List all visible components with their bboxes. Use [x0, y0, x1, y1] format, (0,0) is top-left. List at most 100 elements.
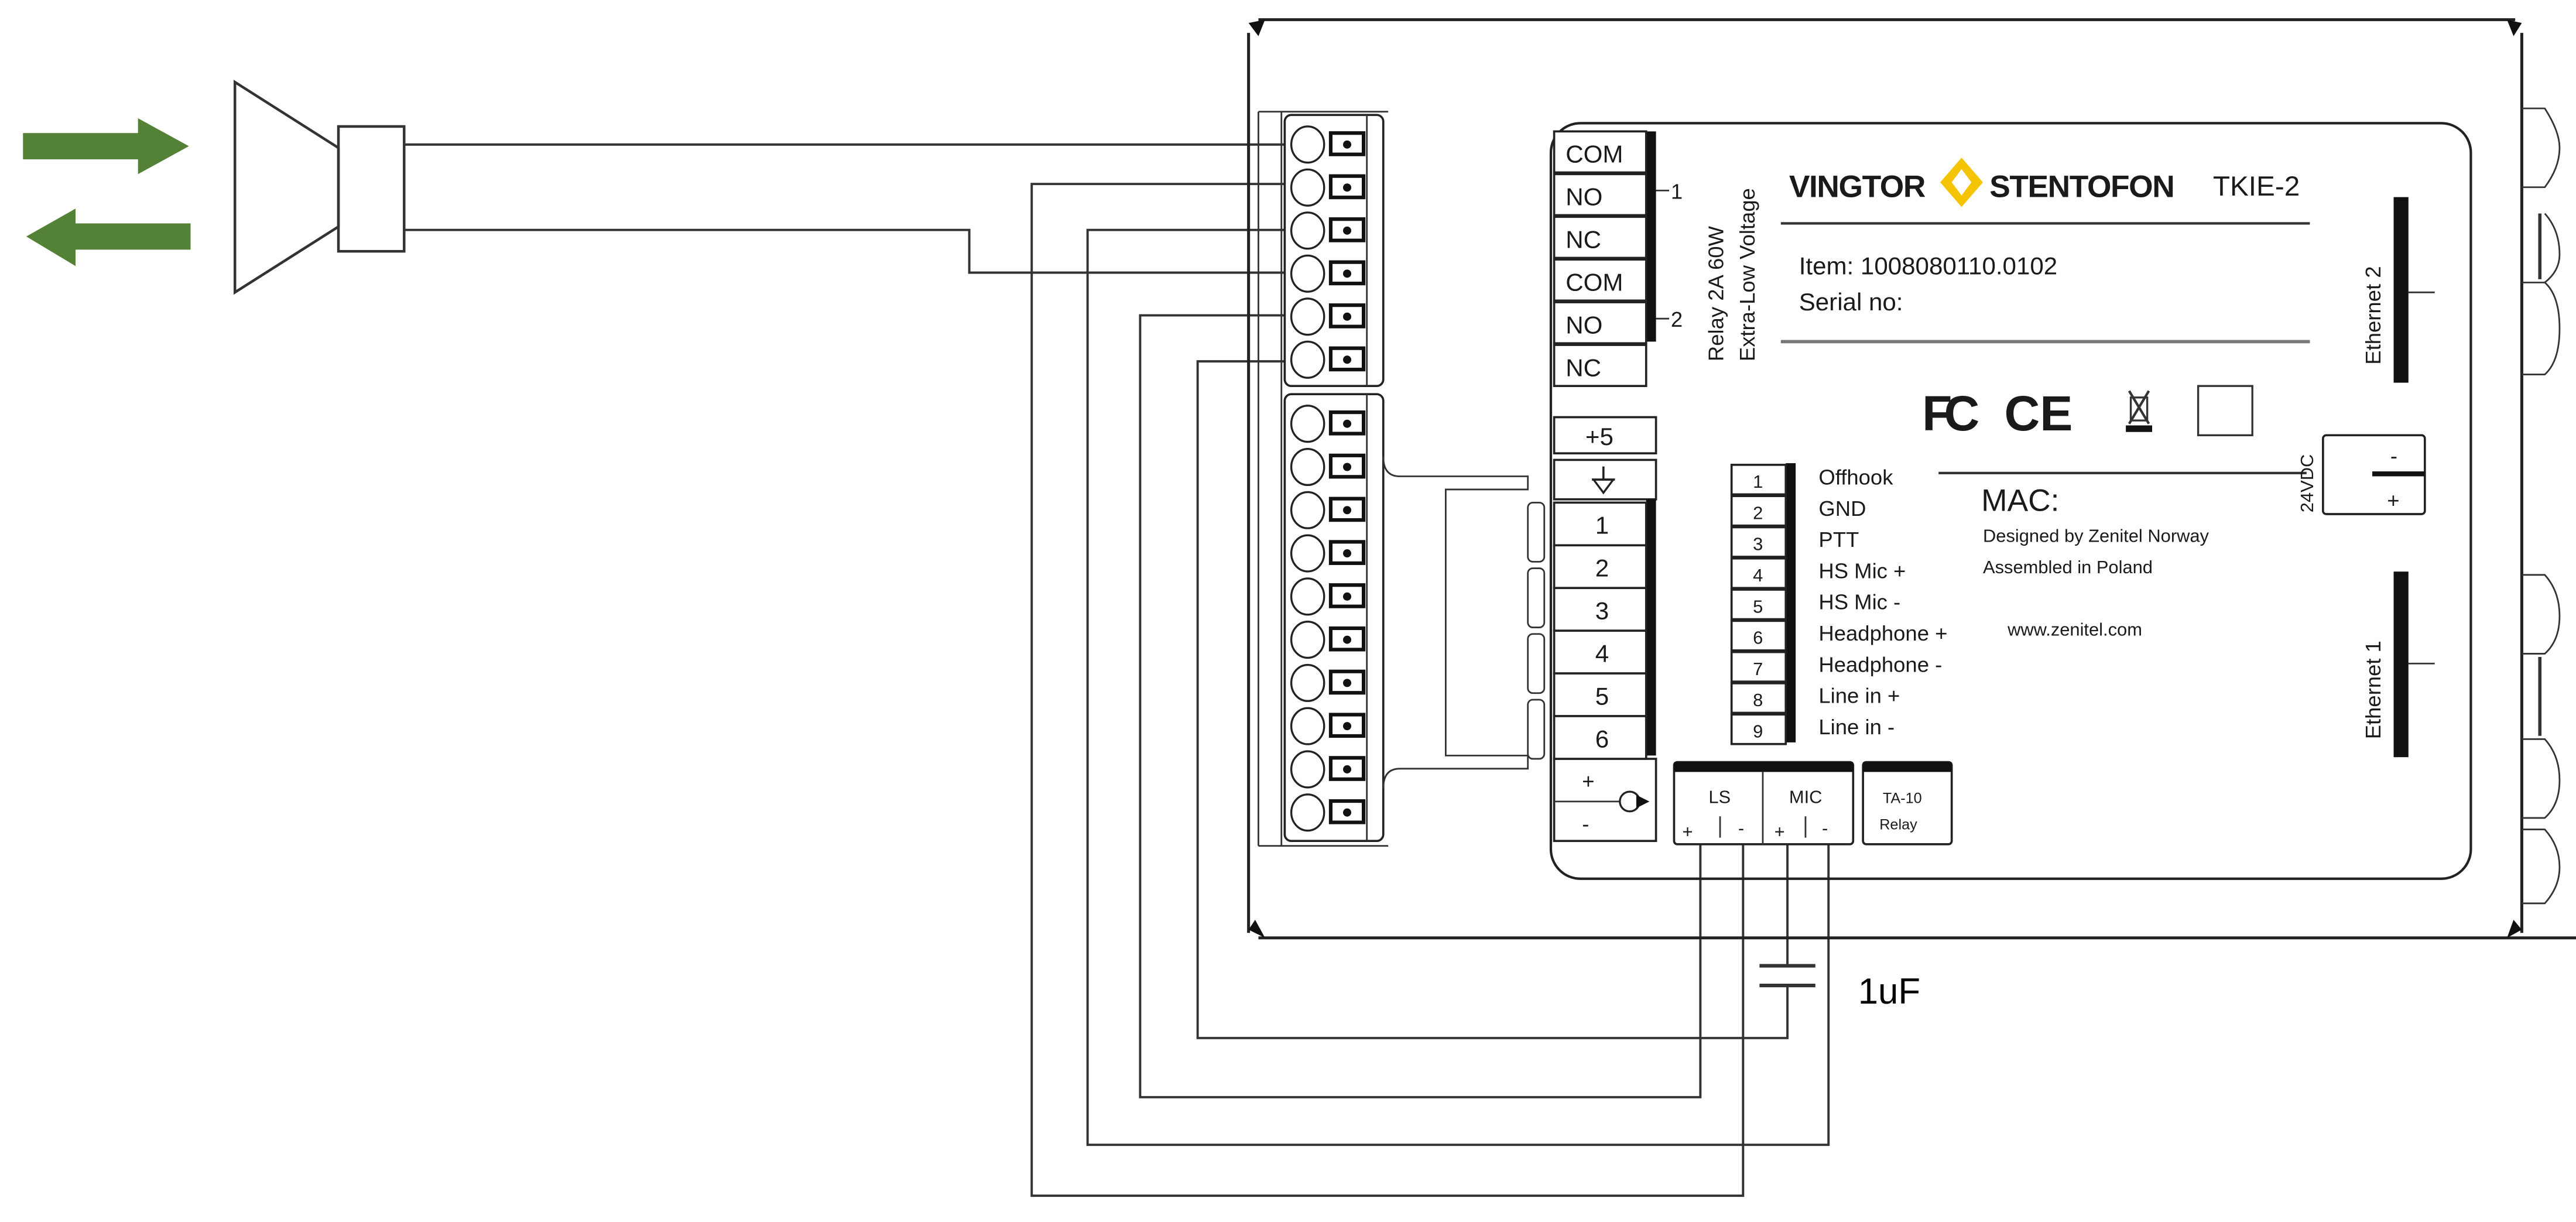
pin-name: Line in - — [1818, 715, 1895, 739]
io-input-cell — [1553, 587, 1647, 632]
power-minus: - — [2390, 444, 2397, 468]
terminal-screw — [1290, 534, 1366, 573]
relay-terminal-label: COM — [1566, 141, 1623, 168]
pin-number: 7 — [1753, 659, 1763, 679]
terminal-screw — [1290, 707, 1366, 745]
terminal-screw — [1290, 793, 1366, 832]
item-number: Item: 1008080110.0102 — [1799, 252, 2058, 279]
power-label: 24VDC — [2297, 454, 2317, 512]
weee-bin-icon — [2126, 390, 2153, 432]
terminal-block-io — [1283, 393, 1385, 843]
terminal-screw — [1290, 340, 1366, 379]
ethernet-2-port — [2393, 197, 2435, 383]
terminal-screw — [1290, 621, 1366, 659]
pin-name: Headphone + — [1818, 621, 1947, 645]
speaker-horn-icon — [234, 80, 406, 295]
terminal-screw — [1290, 254, 1366, 293]
pin-name: HS Mic - — [1818, 590, 1900, 614]
relay-terminal-label: NC — [1566, 354, 1601, 381]
brand-stentofon: STENTOFON — [1989, 170, 2174, 204]
relay-terminal-cell — [1553, 258, 1647, 302]
ls-plus: + — [1682, 821, 1693, 842]
ls-minus: - — [1738, 818, 1744, 838]
ethernet-1-port — [2393, 571, 2435, 758]
relay-terminal-cell — [1553, 344, 1647, 388]
io-input-label: 6 — [1595, 725, 1609, 752]
ribbon-cable — [1382, 456, 1546, 789]
ground-icon — [1591, 466, 1615, 495]
pin-row: 9 Line in - — [1730, 713, 1895, 745]
pin-name: Line in + — [1818, 684, 1900, 708]
relay-terminal-label: COM — [1566, 269, 1623, 296]
mic-label: MIC — [1789, 787, 1823, 807]
relay-terminal-cell — [1553, 130, 1647, 174]
mic-minus: - — [1822, 818, 1828, 838]
io-input-label: 2 — [1595, 554, 1609, 582]
terminal-screw — [1290, 168, 1366, 207]
pin-name: Offhook — [1818, 465, 1893, 490]
mac-label: MAC: — [1981, 483, 2059, 518]
terminal-screw — [1290, 577, 1366, 616]
ls-mic-connector — [1673, 761, 1855, 846]
pin-number: 4 — [1753, 565, 1763, 586]
relay-terminal-label: NO — [1566, 183, 1602, 211]
ethernet-1-label: Ethernet 1 — [2361, 641, 2385, 739]
brand-vingtor: VINGTOR — [1789, 170, 1926, 204]
capacitor-icon — [1759, 964, 1815, 988]
io-input-cell — [1553, 715, 1647, 760]
terminal-screw — [1290, 297, 1366, 336]
relay-rating: Relay 2A 60W — [1704, 226, 1728, 362]
ls-label: LS — [1708, 787, 1731, 807]
pin-row: 8 Line in + — [1730, 682, 1900, 714]
relay-terminal-cell — [1553, 173, 1647, 217]
pin-number: 1 — [1753, 471, 1763, 492]
pin-row: 5 HS Mic - — [1730, 588, 1900, 621]
io-input-cell — [1553, 501, 1647, 547]
terminal-block-relay — [1283, 114, 1385, 388]
model-number: TKIE-2 — [2213, 171, 2300, 202]
ta10-relay-label: Relay — [1879, 817, 1917, 833]
io-input-label: 5 — [1595, 682, 1609, 710]
relay-terminal-cell — [1553, 301, 1647, 345]
ce-icon: CE — [2004, 386, 2073, 441]
io-input-cell — [1553, 629, 1647, 675]
relay-group-1: 1 — [1671, 179, 1683, 203]
capacitor-value: 1uF — [1858, 971, 1920, 1012]
io-minus: - — [1582, 812, 1589, 836]
pin-name: GND — [1818, 497, 1866, 521]
terminal-screw — [1290, 125, 1366, 164]
power-connector — [2322, 434, 2426, 515]
speaker-wires — [404, 143, 1314, 274]
io-input-label: 4 — [1595, 639, 1609, 667]
terminal-screw — [1290, 491, 1366, 529]
relay-voltage-class: Extra-Low Voltage — [1735, 188, 1759, 361]
fcc-icon: FC — [1922, 386, 1978, 441]
io-input-cell — [1553, 544, 1647, 590]
pin-row: 7 Headphone - — [1730, 651, 1942, 683]
pin-name: PTT — [1818, 528, 1859, 552]
terminal-screw — [1290, 750, 1366, 789]
pin-row: 1 Offhook — [1730, 464, 1893, 496]
audio-wires — [1030, 183, 1830, 1197]
pin-number: 8 — [1753, 690, 1763, 710]
pin-name: Headphone - — [1818, 652, 1942, 676]
relay-group-2: 2 — [1671, 307, 1683, 331]
power-plus: + — [2387, 488, 2399, 512]
pin-row: 2 GND — [1730, 495, 1866, 527]
io-plus5: +5 — [1585, 423, 1614, 450]
pin-number: 5 — [1753, 596, 1763, 617]
ta10-label: TA-10 — [1883, 790, 1922, 807]
pin-number: 9 — [1753, 721, 1763, 741]
io-input-label: 3 — [1595, 597, 1609, 625]
pin-number: 2 — [1753, 502, 1763, 523]
brand-logo-icon — [1940, 158, 1983, 207]
terminal-screw — [1290, 663, 1366, 702]
ethernet-2-label: Ethernet 2 — [2361, 266, 2385, 364]
arrow-left-icon — [26, 208, 191, 266]
